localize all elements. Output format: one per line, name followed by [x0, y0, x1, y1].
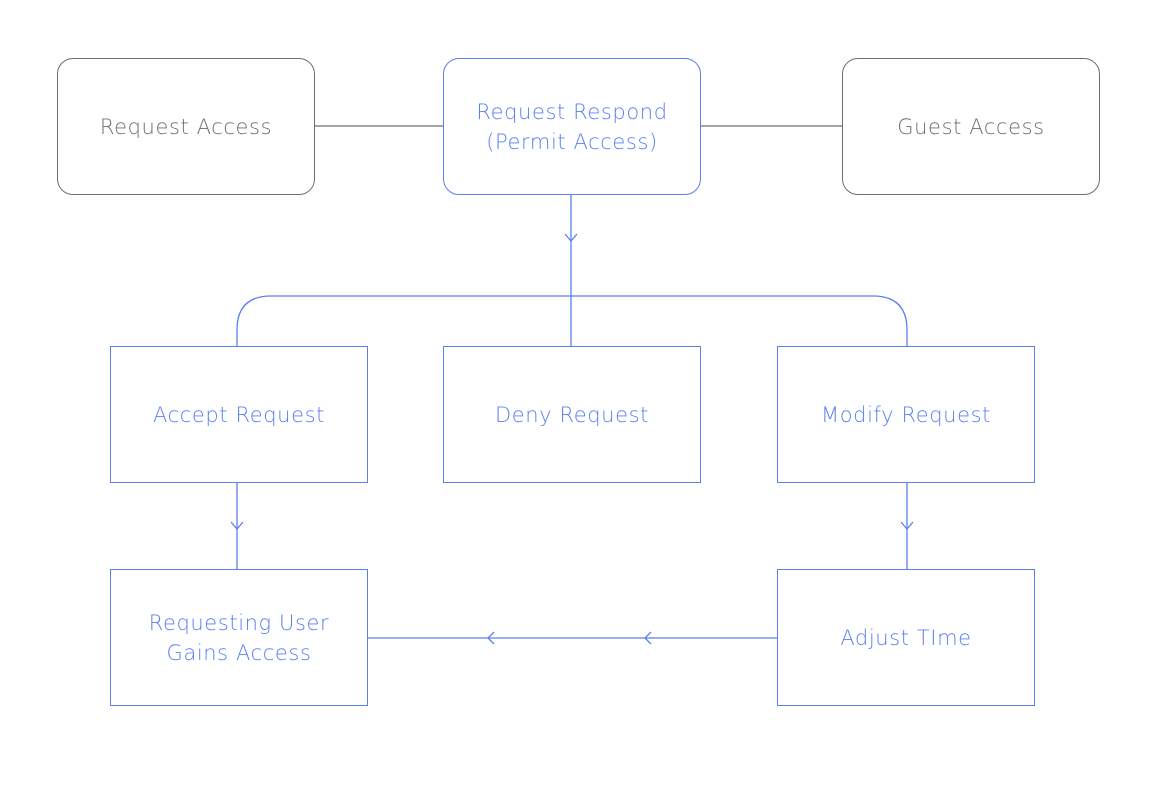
node-adjust-time: Adjust TIme — [777, 569, 1035, 706]
node-request-respond: Request Respond (Permit Access) — [443, 58, 701, 195]
node-modify-request: Modify Request — [777, 346, 1035, 483]
node-label: Adjust TIme — [840, 625, 972, 650]
node-accept-request: Accept Request — [110, 346, 368, 483]
chevron-left-icon — [487, 631, 495, 645]
node-label: Request Respond — [476, 99, 668, 124]
node-label: Modify Request — [821, 402, 991, 427]
node-label: Accept Request — [153, 402, 325, 427]
chevron-down-icon — [230, 521, 244, 530]
node-guest-access: Guest Access — [842, 58, 1100, 195]
chevron-down-icon — [564, 233, 578, 242]
node-label: (Permit Access) — [486, 129, 658, 154]
node-label: Gains Access — [166, 640, 312, 665]
node-label: Request Access — [99, 114, 273, 139]
node-deny-request: Deny Request — [443, 346, 701, 483]
chevron-down-icon — [900, 521, 914, 530]
edge-branch-bar — [236, 295, 908, 346]
node-label: Deny Request — [494, 402, 649, 427]
node-label: Guest Access — [897, 114, 1045, 139]
node-label: Requesting User — [148, 610, 330, 635]
node-requesting-user-gains-access: Requesting User Gains Access — [110, 569, 368, 706]
node-request-access: Request Access — [57, 58, 315, 195]
chevron-left-icon — [644, 631, 652, 645]
